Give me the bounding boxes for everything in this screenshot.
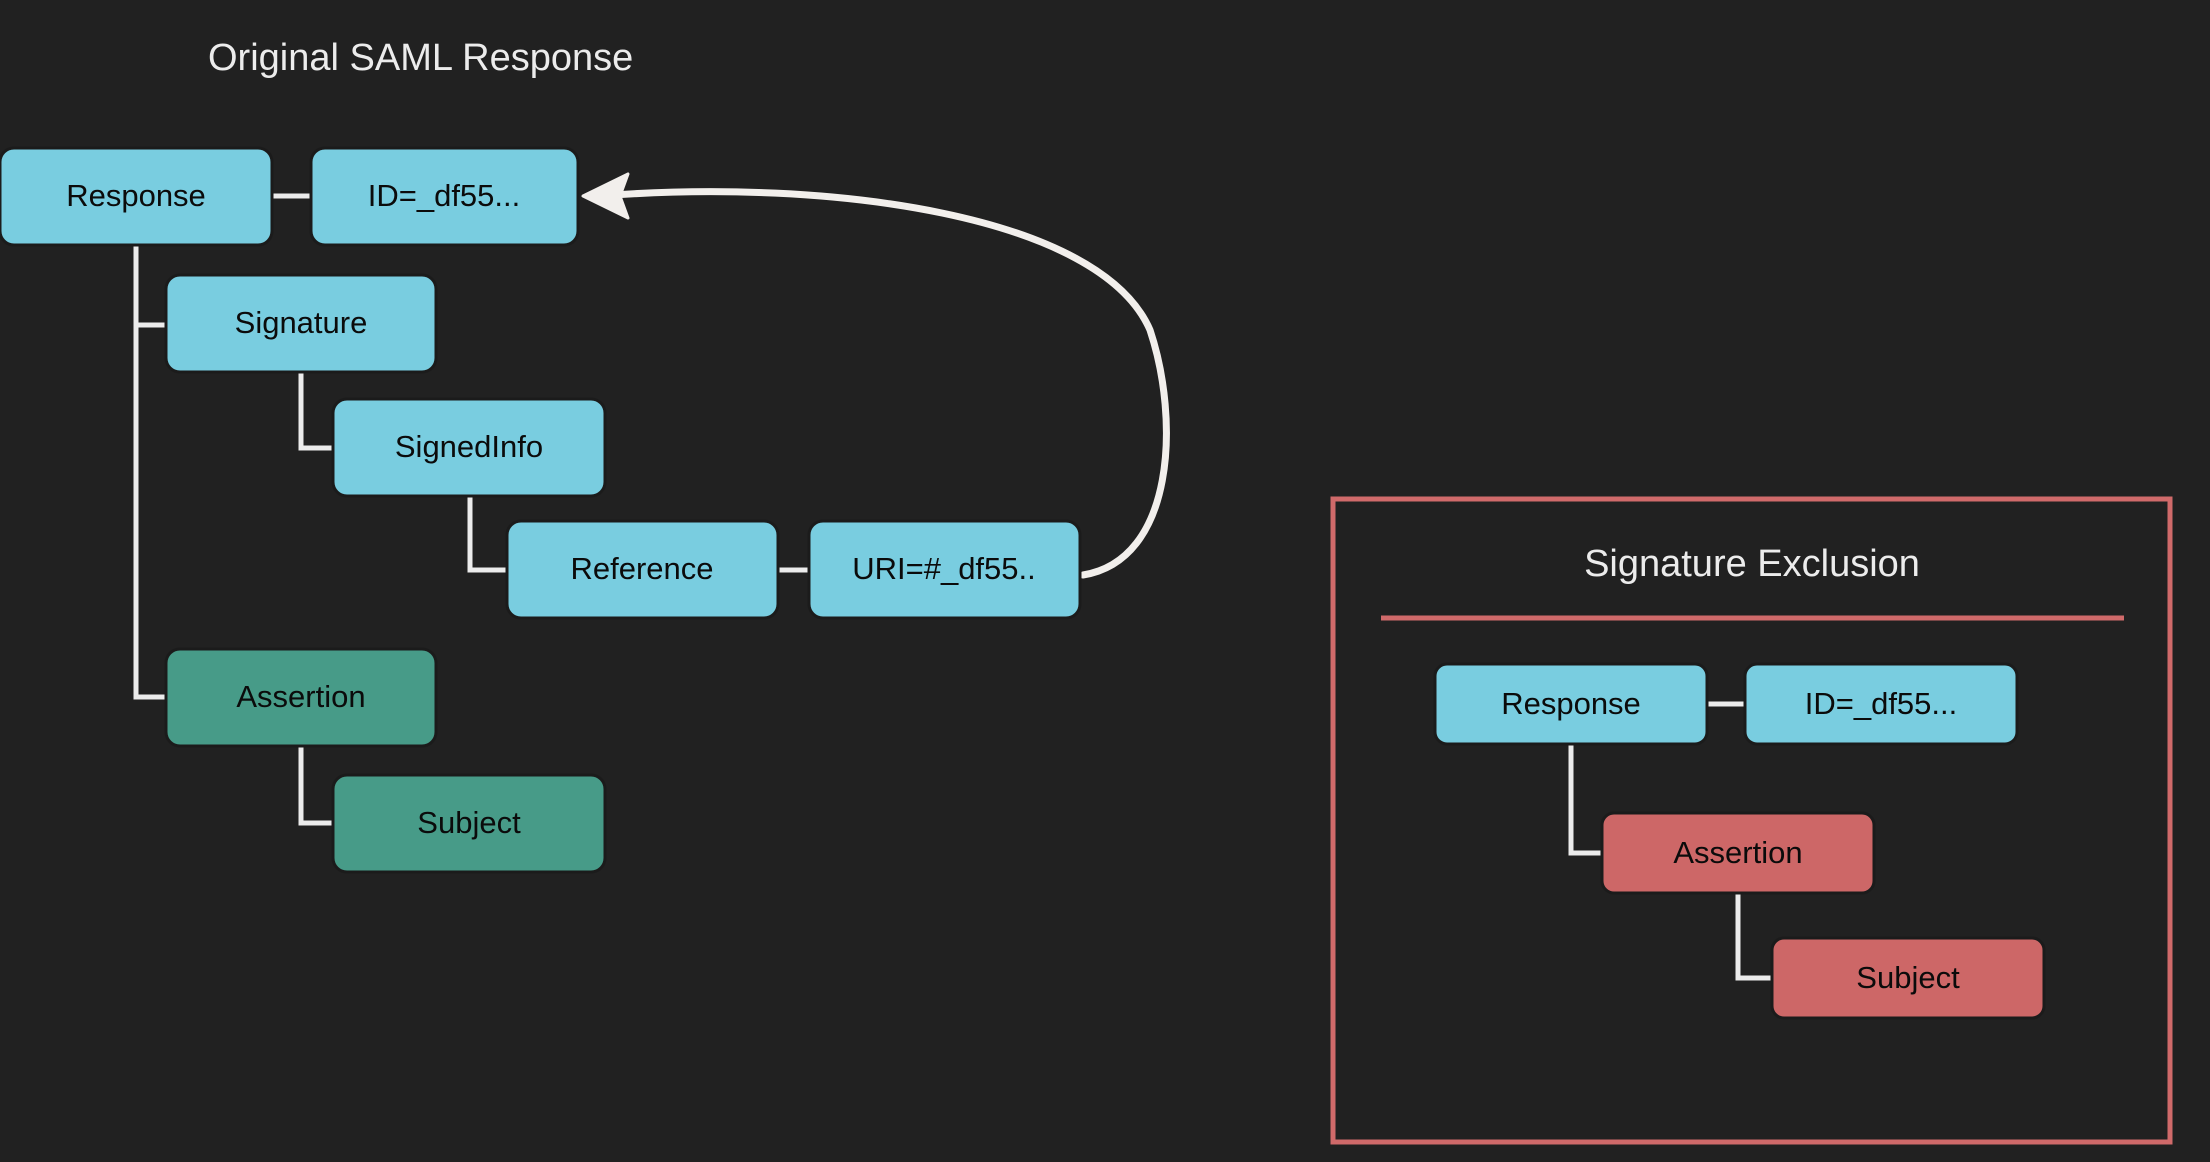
- edge-response-to-assertion: [133, 245, 168, 700]
- node-id-attr-left-rect[interactable]: [309, 146, 580, 247]
- node-subject-left[interactable]: Subject: [331, 773, 607, 874]
- node-subject-right-label: Subject: [1856, 960, 1960, 995]
- node-uri-attr-rect[interactable]: [807, 519, 1082, 620]
- node-assertion-right-rect[interactable]: [1600, 811, 1876, 895]
- edge-signedinfo-to-reference: [467, 496, 509, 573]
- node-uri-attr-label: URI=#_df55..: [852, 551, 1036, 586]
- edge-response-to-signature: [133, 245, 168, 328]
- node-subject-left-label: Subject: [417, 805, 521, 840]
- node-response-left-rect[interactable]: [0, 146, 274, 247]
- edge-response-to-assertion-right: [1568, 744, 1604, 856]
- node-subject-right[interactable]: Subject: [1770, 936, 2046, 1020]
- left-diagram-title: Original SAML Response: [208, 37, 633, 79]
- node-signature-rect[interactable]: [164, 273, 438, 374]
- node-signature[interactable]: Signature: [164, 273, 438, 374]
- node-subject-right-rect[interactable]: [1770, 936, 2046, 1020]
- edge-signature-to-signedinfo: [298, 372, 335, 451]
- node-signedinfo[interactable]: SignedInfo: [331, 397, 607, 498]
- node-id-attr-right-rect[interactable]: [1743, 662, 2019, 746]
- reference-arrow-head: [581, 172, 630, 220]
- node-reference[interactable]: Reference: [505, 519, 780, 620]
- reference-arrow-curve: [596, 188, 1170, 579]
- node-signature-label: Signature: [235, 305, 368, 340]
- node-reference-label: Reference: [570, 551, 713, 586]
- node-response-right-rect[interactable]: [1433, 662, 1709, 746]
- node-response-right-label: Response: [1501, 686, 1641, 721]
- node-uri-attr[interactable]: URI=#_df55..: [807, 519, 1082, 620]
- node-reference-rect[interactable]: [505, 519, 780, 620]
- node-response-left-label: Response: [66, 178, 206, 213]
- node-assertion-left[interactable]: Assertion: [164, 647, 438, 748]
- signature-exclusion-panel-title: Signature Exclusion: [1584, 543, 1920, 585]
- edge-assertion-to-subject: [298, 746, 335, 826]
- signature-exclusion-panel: Signature Exclusion Response ID=_df55...…: [1330, 496, 2173, 1145]
- node-id-attr-right[interactable]: ID=_df55...: [1743, 662, 2019, 746]
- node-assertion-right[interactable]: Assertion: [1600, 811, 1876, 895]
- edge-assertion-to-subject-right: [1735, 893, 1774, 981]
- node-signedinfo-label: SignedInfo: [395, 429, 543, 464]
- reference-arrow-uri-to-id: [581, 172, 1170, 579]
- node-assertion-right-label: Assertion: [1673, 835, 1802, 870]
- node-subject-left-rect[interactable]: [331, 773, 607, 874]
- node-id-attr-left[interactable]: ID=_df55...: [309, 146, 580, 247]
- signature-exclusion-panel-border: [1330, 496, 2173, 1145]
- left-diagram-group: Original SAML Response Response: [0, 37, 1170, 874]
- node-response-right[interactable]: Response: [1433, 662, 1709, 746]
- node-response-left[interactable]: Response: [0, 146, 274, 247]
- node-assertion-left-rect[interactable]: [164, 647, 438, 748]
- node-id-attr-left-label: ID=_df55...: [368, 178, 521, 213]
- node-id-attr-right-label: ID=_df55...: [1805, 686, 1958, 721]
- right-panel-edges: [1568, 701, 1774, 981]
- node-signedinfo-rect[interactable]: [331, 397, 607, 498]
- left-diagram-edges: [133, 193, 811, 826]
- node-assertion-left-label: Assertion: [236, 679, 365, 714]
